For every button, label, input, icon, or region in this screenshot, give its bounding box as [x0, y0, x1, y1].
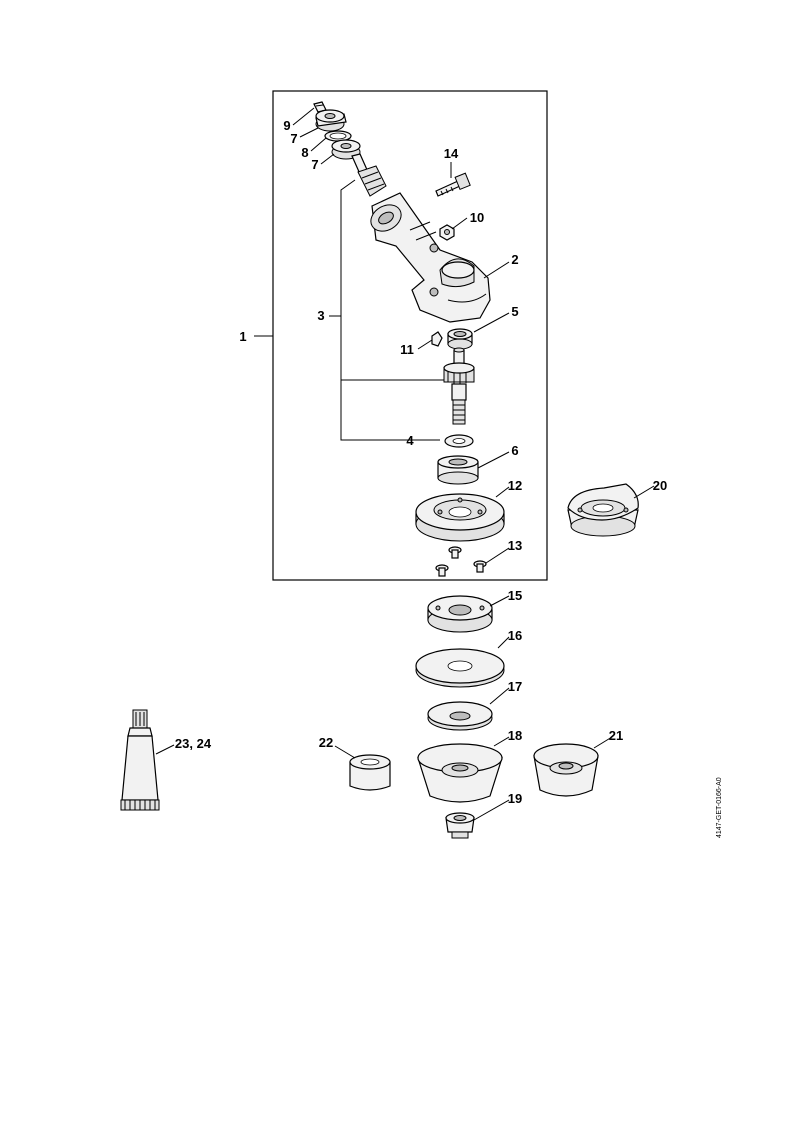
callout-7-lower[interactable]: 7: [311, 157, 318, 172]
callout-3[interactable]: 3: [317, 308, 324, 323]
callout-16[interactable]: 16: [508, 628, 522, 643]
part-2-gear-housing[interactable]: [366, 192, 491, 323]
part-8-ring[interactable]: [324, 130, 352, 142]
part-12-flange[interactable]: [415, 493, 505, 542]
part-11-spacer[interactable]: [431, 331, 443, 347]
callout-12[interactable]: 12: [508, 478, 522, 493]
callout-4[interactable]: 4: [406, 433, 414, 448]
callout-15[interactable]: 15: [508, 588, 522, 603]
part-14-screw[interactable]: [435, 172, 471, 197]
spline-shaft-gear[interactable]: [443, 347, 475, 425]
part-16-disc[interactable]: [415, 648, 505, 688]
part-20-cap[interactable]: [567, 483, 639, 537]
callout-5[interactable]: 5: [511, 304, 518, 319]
part-7-collar-upper[interactable]: [315, 109, 347, 132]
callout-11[interactable]: 11: [400, 342, 414, 357]
callout-7-upper[interactable]: 7: [290, 131, 297, 146]
callout-1[interactable]: 1: [239, 329, 246, 344]
callout-8[interactable]: 8: [301, 145, 308, 160]
part-23-24-grease-tube[interactable]: [120, 709, 160, 811]
callout-21[interactable]: 21: [609, 728, 623, 743]
group-3-bracket: [329, 179, 446, 441]
callout-13[interactable]: 13: [508, 538, 522, 553]
callout-labels: 1 9 7 8 7 14 10 2 3 5 11 4 6 12 20 13 15…: [175, 118, 667, 806]
drawing-code: 4147-GET-0166-A0: [716, 777, 723, 838]
part-10-nut[interactable]: [439, 224, 455, 241]
part-21-thrust-plate[interactable]: [533, 743, 599, 797]
pinion-shaft[interactable]: [351, 153, 387, 197]
callout-2[interactable]: 2: [511, 252, 518, 267]
callout-9[interactable]: 9: [283, 118, 290, 133]
callout-18[interactable]: 18: [508, 728, 522, 743]
callout-22[interactable]: 22: [319, 735, 333, 750]
callout-17[interactable]: 17: [508, 679, 522, 694]
callout-23-24[interactable]: 23, 24: [175, 736, 212, 751]
part-6-bearing[interactable]: [437, 455, 479, 485]
leader-lines: [155, 107, 655, 821]
part-18-thrust-plate-cup[interactable]: [417, 743, 503, 803]
callout-19[interactable]: 19: [508, 791, 522, 806]
callout-6[interactable]: 6: [511, 443, 518, 458]
callout-10[interactable]: 10: [470, 210, 484, 225]
part-22-spacer-sleeve[interactable]: [349, 754, 391, 791]
part-17-thrust-washer[interactable]: [427, 701, 493, 731]
part-15-thrust-plate[interactable]: [427, 595, 493, 633]
part-19-nut[interactable]: [445, 812, 475, 839]
callout-14[interactable]: 14: [444, 146, 459, 161]
part-13-screws[interactable]: [435, 546, 487, 577]
part-4-washer[interactable]: [444, 434, 474, 448]
callout-20[interactable]: 20: [653, 478, 667, 493]
part-5-ball-bearing[interactable]: [447, 328, 473, 350]
